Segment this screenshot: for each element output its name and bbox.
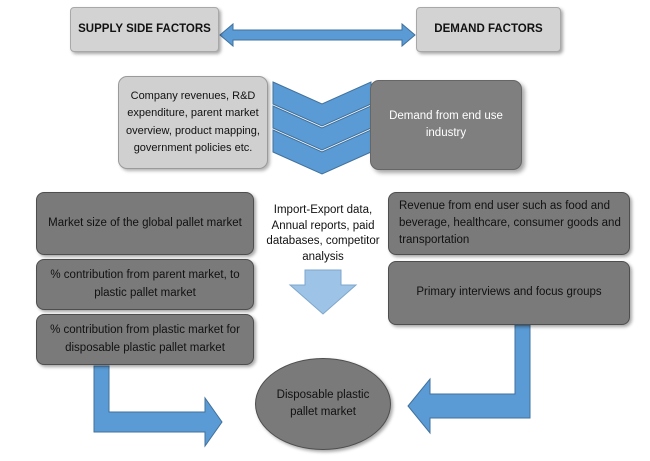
end-user-revenue-text: Revenue from end user such as food and b… bbox=[399, 199, 621, 247]
end-use-demand-text: Demand from end use industry bbox=[389, 109, 503, 139]
supply-header-label: SUPPLY SIDE FACTORS bbox=[78, 22, 211, 35]
demand-factors-header: DEMAND FACTORS bbox=[416, 7, 561, 52]
parent-market-contribution-text: % contribution from parent market, to pl… bbox=[50, 269, 240, 299]
supply-inputs-box: Company revenues, R&D expenditure, paren… bbox=[118, 76, 268, 169]
center-down-arrow bbox=[288, 269, 358, 315]
end-use-demand-box: Demand from end use industry bbox=[370, 80, 522, 170]
supply-inputs-text: Company revenues, R&D expenditure, paren… bbox=[126, 90, 260, 154]
global-pallet-market-text: Market size of the global pallet market bbox=[48, 216, 242, 229]
secondary-sources-label: Import-Export data, Annual reports, paid… bbox=[266, 204, 380, 263]
end-user-revenue-box: Revenue from end user such as food and b… bbox=[388, 192, 630, 255]
secondary-sources-text: Import-Export data, Annual reports, paid… bbox=[260, 203, 386, 265]
parent-market-contribution-box: % contribution from parent market, to pl… bbox=[36, 259, 254, 310]
left-bent-arrow bbox=[93, 365, 223, 448]
chevron-stack bbox=[272, 81, 372, 175]
right-bent-arrow bbox=[407, 324, 531, 435]
disposable-plastic-pallet-market-oval: Disposable plastic pallet market bbox=[255, 358, 391, 450]
result-oval-text: Disposable plastic pallet market bbox=[276, 388, 370, 418]
demand-header-label: DEMAND FACTORS bbox=[434, 22, 543, 35]
plastic-market-contribution-box: % contribution from plastic market for d… bbox=[36, 314, 254, 365]
plastic-market-contribution-text: % contribution from plastic market for d… bbox=[50, 324, 240, 354]
global-pallet-market-box: Market size of the global pallet market bbox=[36, 192, 254, 255]
primary-interviews-text: Primary interviews and focus groups bbox=[416, 286, 602, 299]
primary-interviews-box: Primary interviews and focus groups bbox=[388, 261, 630, 325]
supply-side-factors-header: SUPPLY SIDE FACTORS bbox=[70, 7, 219, 52]
double-headed-arrow bbox=[219, 22, 416, 48]
